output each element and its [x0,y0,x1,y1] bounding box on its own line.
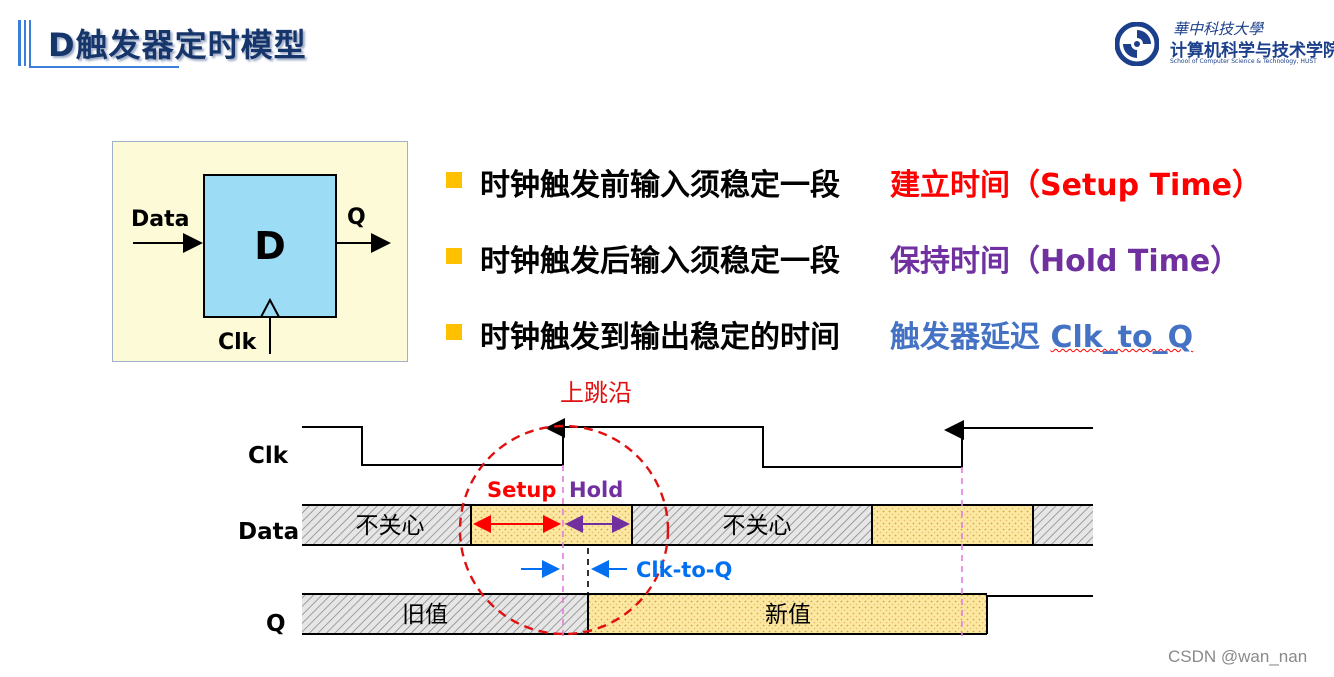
bullet-square-icon [446,324,462,340]
timing-q-label: Q [266,611,286,637]
dff-diagram: Data Q D Clk [131,174,391,355]
data-dont-care-3 [1033,505,1093,545]
dont-care-text-1: 不关心 [356,513,425,539]
edge-highlight-circle [458,424,670,636]
timing-clk-label: Clk [248,443,289,469]
setup-time-term: 建立时间（Setup Time） [890,168,1262,203]
hust-logo: 華中科技大學 计算机科学与技术学院 School of Computer Sci… [1115,18,1334,68]
q-new-value-band [588,594,987,634]
data-stable-window [471,505,632,545]
title-accent-bars [18,20,179,68]
data-stable-window-2 [872,505,1033,545]
bullet-setup: 时钟触发前输入须稳定一段 建立时间（Setup Time） [480,160,1262,204]
logo-university-name: 華中科技大學 [1173,20,1264,38]
bullet-square-icon [446,248,462,264]
logo-school-name: 计算机科学与技术学院 [1170,41,1334,61]
clk-waveform [302,426,1093,468]
logo-english-name: School of Computer Science & Technology,… [1170,58,1317,65]
dff-clk-label: Clk [218,330,258,355]
page-title: D触发器定时模型 [48,26,307,64]
watermark: CSDN @wan_nan [1168,647,1308,666]
dff-data-label: Data [131,207,189,232]
data-dont-care-1 [302,505,471,545]
hold-label: Hold [569,478,623,502]
dff-d-label: D [254,224,286,268]
old-value-text: 旧值 [402,602,448,628]
clk-to-q-label: Clk-to-Q [636,558,732,582]
bullet-clk-to-q-text: 时钟触发到输出稳定的时间 [480,320,840,355]
rising-edge-label: 上跳沿 [560,379,632,407]
bullet-square-icon [446,172,462,188]
bullet-hold: 时钟触发后输入须稳定一段 保持时间（Hold Time） [480,236,1240,280]
hust-emblem-icon [1115,22,1159,66]
clock-triangle-icon [260,297,280,318]
dff-diagram-panel: Data Q D Clk [112,141,408,362]
dont-care-text-2: 不关心 [723,513,792,539]
bullet-hold-text: 时钟触发后输入须稳定一段 [480,244,840,279]
flipflop-delay-term: 触发器延迟 [890,320,1051,355]
setup-label: Setup [487,478,556,502]
timing-data-label: Data [238,519,299,545]
clk-to-q-term: Clk_to_Q [1050,320,1194,355]
dff-q-label: Q [347,205,366,230]
q-old-value-band [302,594,588,634]
bullet-setup-text: 时钟触发前输入须稳定一段 [480,168,840,203]
bullet-clk-to-q: 时钟触发到输出稳定的时间 触发器延迟 Clk_to_Q [480,312,1193,356]
new-value-text: 新值 [765,602,811,628]
data-dont-care-2 [632,505,872,545]
hold-time-term: 保持时间（Hold Time） [890,244,1241,279]
